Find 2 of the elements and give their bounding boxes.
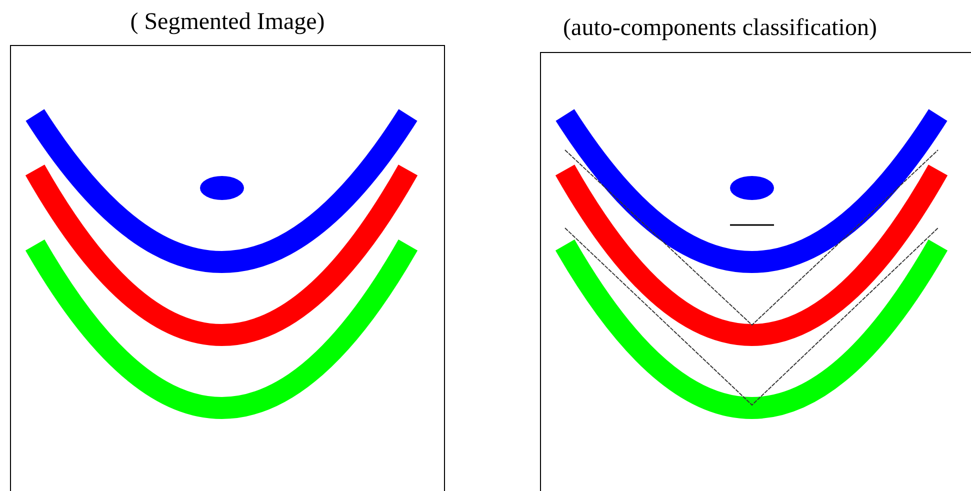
panel-title: (auto-components classification) xyxy=(562,14,878,42)
panel-title: ( Segmented Image) xyxy=(129,8,326,36)
